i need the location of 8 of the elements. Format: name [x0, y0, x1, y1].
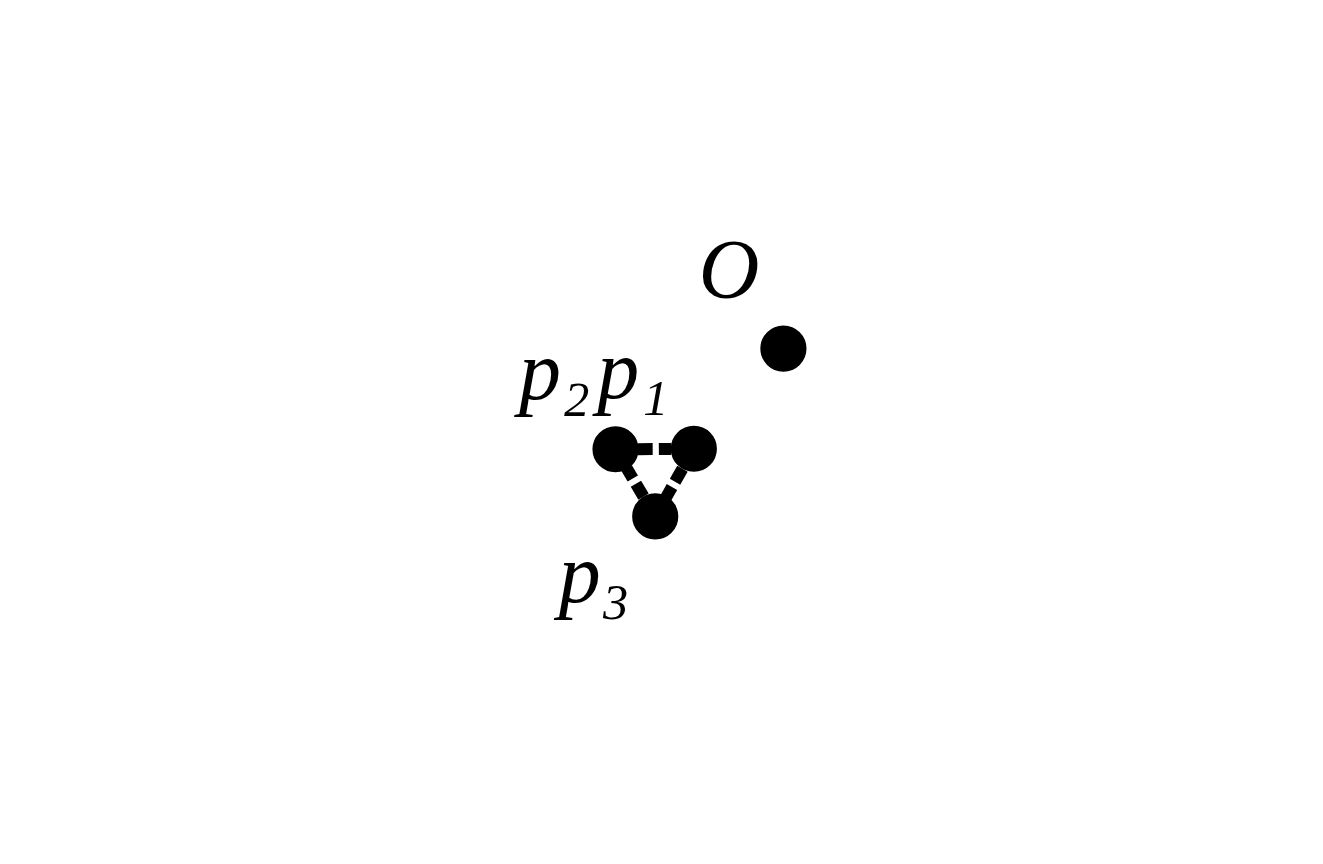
- connector: [637, 442, 671, 455]
- node-circle: [670, 425, 717, 472]
- node-label: O: [698, 222, 759, 316]
- connector: [660, 465, 688, 500]
- node-circle: [759, 324, 806, 372]
- node-circle: [591, 425, 639, 472]
- node-circle: [631, 492, 678, 540]
- connector: [621, 464, 649, 500]
